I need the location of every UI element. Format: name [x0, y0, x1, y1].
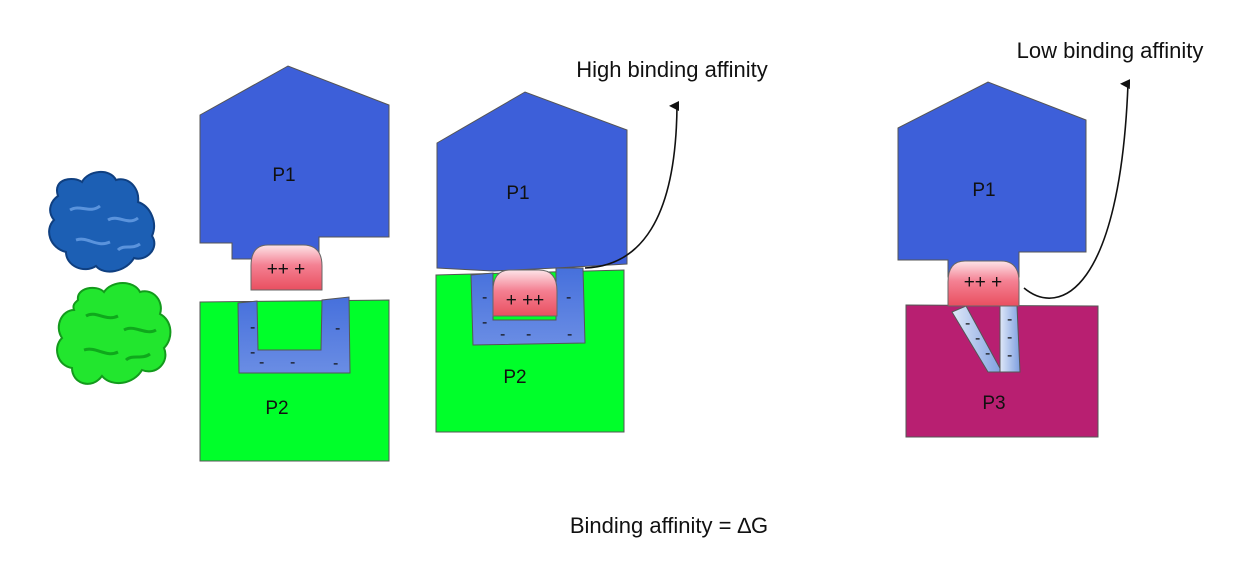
p2-label: P2 [503, 367, 526, 388]
p1-block [199, 65, 390, 260]
minus-sign: - [1007, 329, 1012, 346]
minus-sign: - [566, 289, 571, 306]
p1-block [897, 81, 1087, 278]
panel-separated: P1 ++ + P2 - - - - - - [199, 65, 390, 462]
low-affinity-label: Low binding affinity [1017, 38, 1204, 63]
positive-patch [947, 260, 1020, 307]
p1-label: P1 [272, 165, 295, 186]
panel-high-affinity: P1 + ++ P2 - - - - - - High binding affi… [435, 57, 768, 433]
positive-patch [492, 269, 558, 317]
minus-sign: - [975, 330, 980, 347]
p1-label: P1 [506, 183, 529, 204]
minus-sign: - [500, 326, 505, 343]
protein-structure-blue [48, 171, 156, 273]
minus-sign: - [482, 314, 487, 331]
panel-low-affinity: P1 ++ + P3 - - - - - - Low binding affin… [897, 38, 1204, 438]
minus-sign: - [1007, 311, 1012, 328]
minus-sign: - [250, 319, 255, 336]
high-affinity-label: High binding affinity [576, 57, 768, 82]
negative-groove [237, 296, 351, 374]
minus-sign: - [1007, 347, 1012, 364]
p2-label: P2 [265, 398, 288, 419]
minus-sign: - [526, 326, 531, 343]
protein-structure-green [56, 282, 172, 385]
charge-label: ++ + [964, 272, 1003, 293]
minus-sign: - [259, 354, 264, 371]
minus-sign: - [333, 355, 338, 372]
high-affinity-arrow [584, 101, 680, 269]
minus-sign: - [290, 354, 295, 371]
p3-label: P3 [982, 393, 1005, 414]
p1-block [436, 91, 628, 272]
p2-block [199, 299, 390, 462]
minus-sign: - [965, 315, 970, 332]
charge-label: ++ + [267, 259, 306, 280]
minus-sign: - [335, 320, 340, 337]
minus-sign: - [250, 344, 255, 361]
positive-patch [250, 244, 323, 291]
charge-label: + ++ [506, 290, 545, 311]
binding-affinity-formula: Binding affinity = ∆G [570, 513, 768, 538]
minus-sign: - [567, 326, 572, 343]
low-affinity-arrow [1023, 79, 1131, 299]
p1-label: P1 [972, 180, 995, 201]
minus-sign: - [985, 345, 990, 362]
minus-sign: - [482, 289, 487, 306]
